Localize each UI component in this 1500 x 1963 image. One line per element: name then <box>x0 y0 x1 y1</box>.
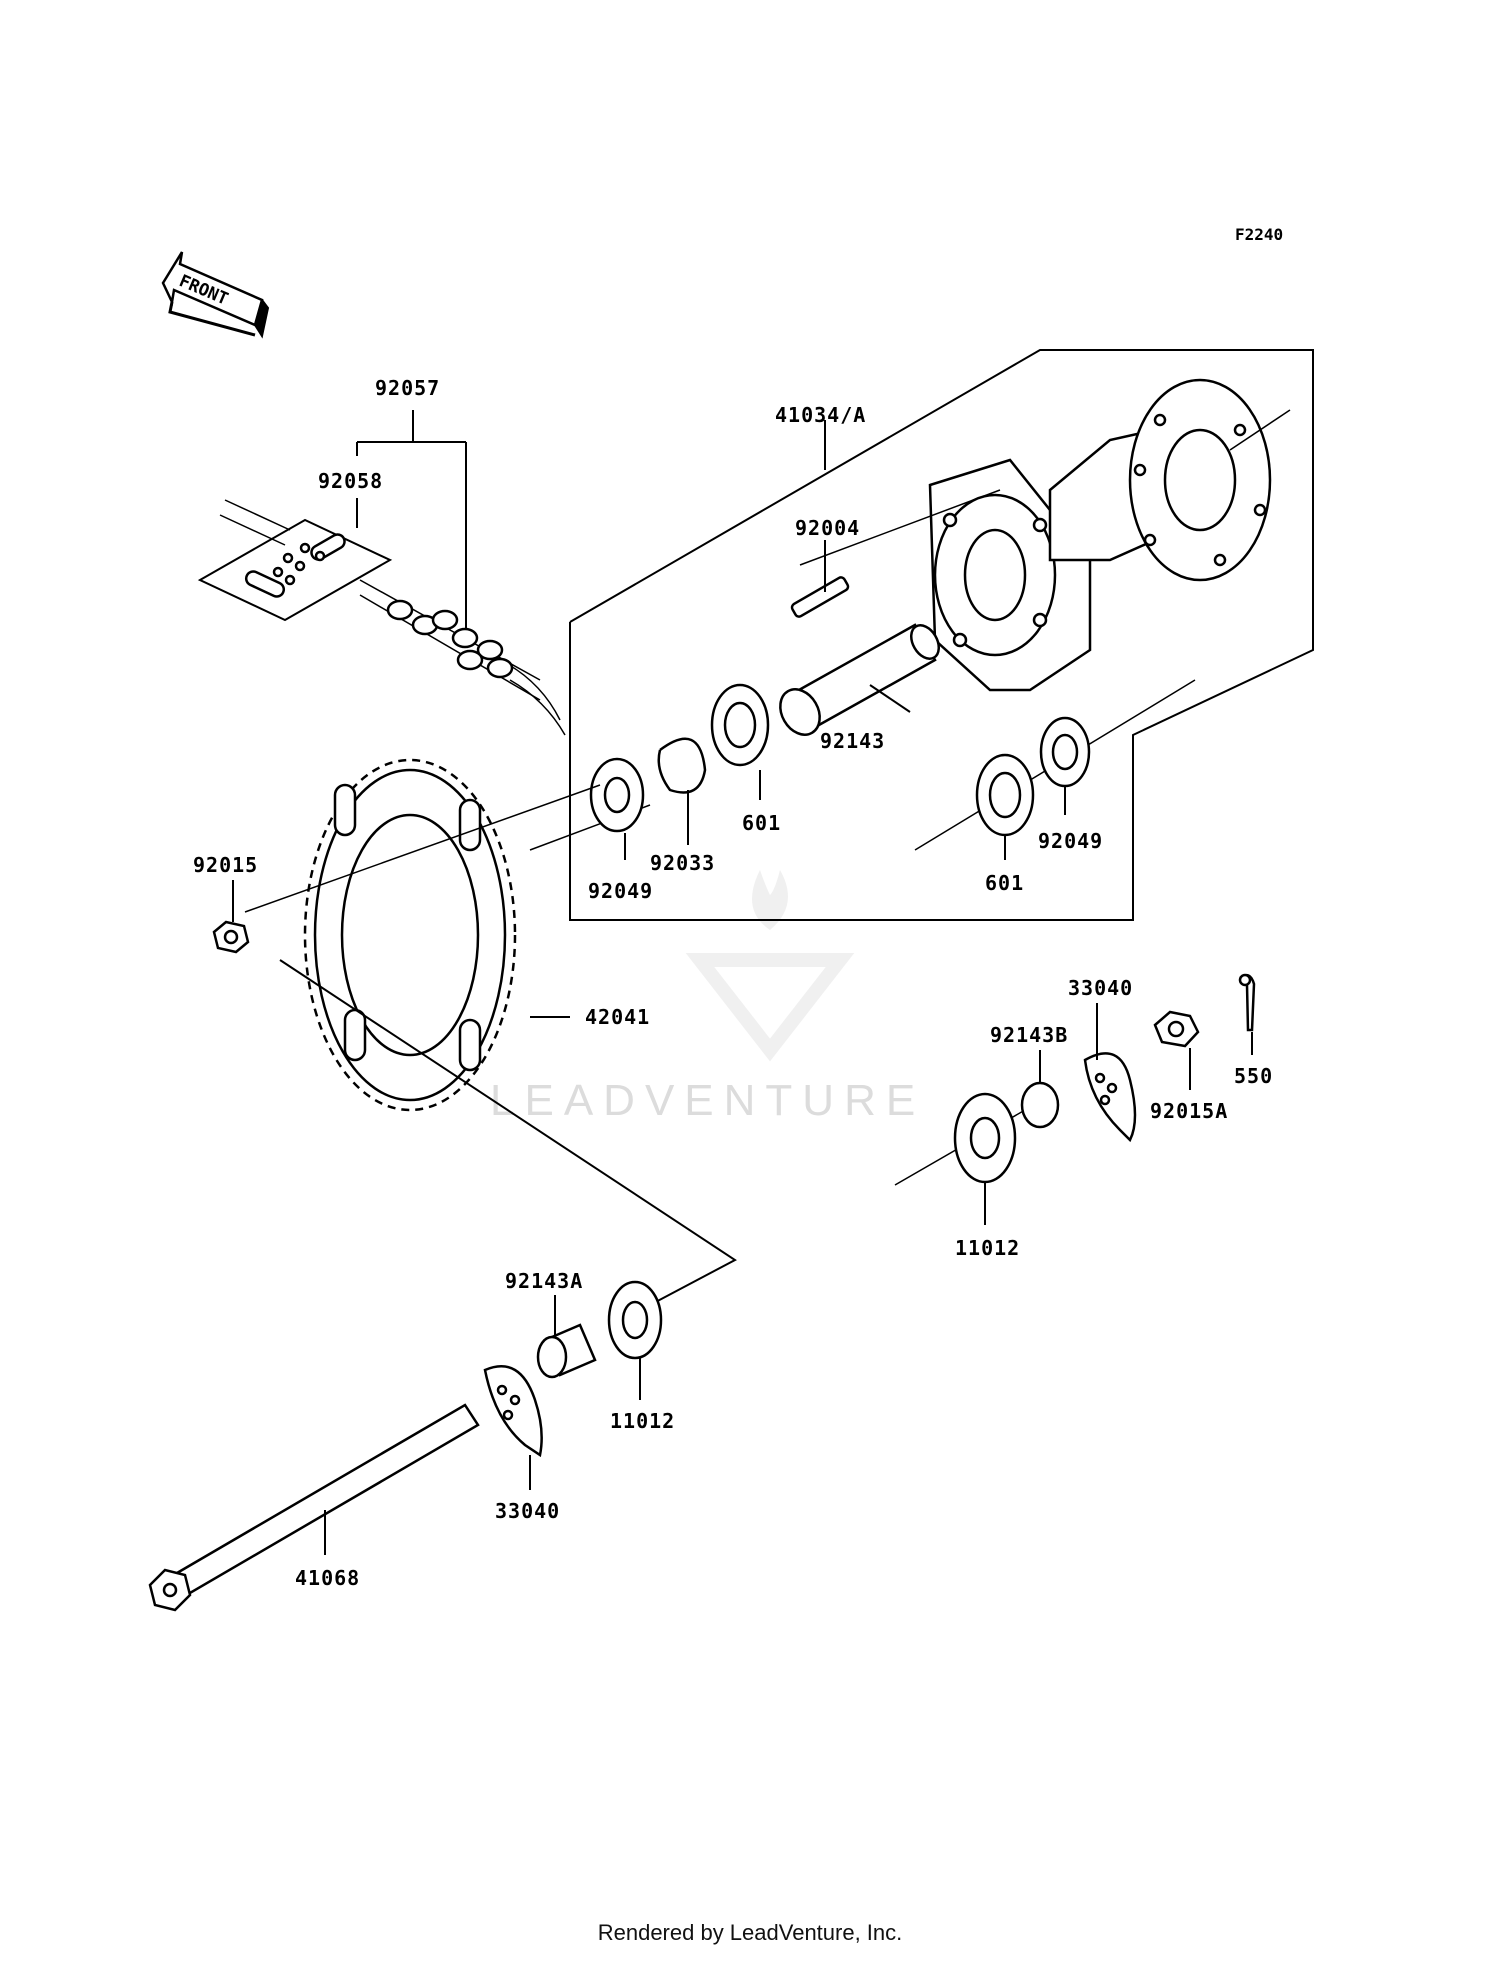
collar-11012-a <box>953 1092 1017 1184</box>
sprocket-42041 <box>303 758 517 1112</box>
sprocket-axis-line <box>244 784 601 913</box>
part-label-33040-a: 33040 <box>1068 976 1133 1000</box>
seal-92049-b <box>1039 716 1091 788</box>
hub-axis-line-upper <box>799 489 1001 566</box>
collar-92143B <box>1020 1081 1060 1129</box>
part-label-92143A: 92143A <box>505 1269 583 1293</box>
part-label-42041: 42041 <box>585 1005 650 1029</box>
part-label-11012-b: 11012 <box>610 1409 675 1433</box>
collar-92143A <box>536 1323 597 1379</box>
hub-axis-line-arrow <box>1229 409 1291 451</box>
seal-92049-a <box>589 757 645 833</box>
footer-credit: Rendered by LeadVenture, Inc. <box>597 1920 903 1945</box>
part-label-11012-a: 11012 <box>955 1236 1020 1260</box>
part-label-41034A: 41034/A <box>775 403 866 427</box>
collar-11012-b <box>607 1280 663 1360</box>
part-label-92033: 92033 <box>650 851 715 875</box>
part-label-601-b: 601 <box>985 871 1024 895</box>
part-label-41068: 41068 <box>295 1566 360 1590</box>
bearing-601-b <box>975 753 1035 837</box>
part-label-92049-a: 92049 <box>588 879 653 903</box>
part-label-550: 550 <box>1234 1064 1273 1088</box>
part-label-92004: 92004 <box>795 516 860 540</box>
circlip-92033 <box>657 737 707 794</box>
chain-adjuster-33040-b <box>483 1365 543 1458</box>
part-label-92057: 92057 <box>375 376 440 400</box>
part-label-92143: 92143 <box>820 729 885 753</box>
watermark-text: LEADVENTURE <box>490 1076 925 1125</box>
axle-41068 <box>148 1403 480 1612</box>
stud-92004 <box>790 576 850 618</box>
hub-group-frame <box>569 349 1314 921</box>
part-label-92015A: 92015A <box>1150 1099 1228 1123</box>
bearing-601-a <box>710 683 770 767</box>
spacer-tube-92143 <box>779 623 940 736</box>
leader-lines <box>232 420 1253 1555</box>
lower-group-frame <box>279 959 737 1306</box>
chain-kit <box>197 410 566 736</box>
figure-code: F2240 <box>1235 225 1283 244</box>
part-label-601-a: 601 <box>742 811 781 835</box>
part-label-33040-b: 33040 <box>495 1499 560 1523</box>
hub-body <box>928 378 1272 692</box>
nut-92015A <box>1153 1010 1200 1048</box>
nut-92015 <box>212 920 250 954</box>
part-label-92015: 92015 <box>193 853 258 877</box>
chain-adjuster-33040-a <box>1083 1052 1137 1143</box>
part-label-92143B: 92143B <box>990 1023 1068 1047</box>
cotter-pin-550 <box>1238 973 1256 1032</box>
part-label-92058: 92058 <box>318 469 383 493</box>
front-arrow-icon: FRONT <box>161 251 270 339</box>
part-label-92049-b: 92049 <box>1038 829 1103 853</box>
watermark-logo <box>685 870 855 1062</box>
